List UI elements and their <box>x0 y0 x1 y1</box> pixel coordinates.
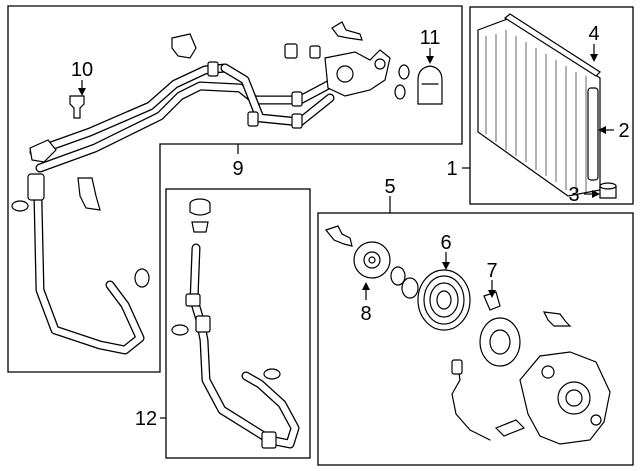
discharge-hose-assembly <box>11 21 410 355</box>
callout-4: 4 <box>588 23 599 45</box>
callout-3: 3 <box>568 184 579 206</box>
compressor-assembly <box>324 225 611 445</box>
condenser-fins <box>485 30 587 192</box>
receiver-drier <box>417 65 443 105</box>
callout-1: 1 <box>446 158 457 180</box>
condenser-assembly <box>477 13 617 199</box>
callout-8: 8 <box>360 303 371 325</box>
callout-2: 2 <box>618 120 629 142</box>
leader-lines <box>78 44 614 419</box>
compressor-frame <box>317 212 634 466</box>
callout-6: 6 <box>440 232 451 254</box>
suction-line-assembly <box>171 198 300 449</box>
suction-line-frame <box>165 188 311 459</box>
hose-assembly-frame <box>7 5 463 373</box>
callout-9: 9 <box>232 158 243 180</box>
pressure-switch <box>69 95 85 119</box>
callout-12: 12 <box>135 408 157 430</box>
callout-7: 7 <box>486 260 497 282</box>
callout-10: 10 <box>71 59 93 81</box>
callout-5: 5 <box>384 176 395 198</box>
callout-11: 11 <box>420 27 441 49</box>
condenser-frame <box>469 6 634 205</box>
